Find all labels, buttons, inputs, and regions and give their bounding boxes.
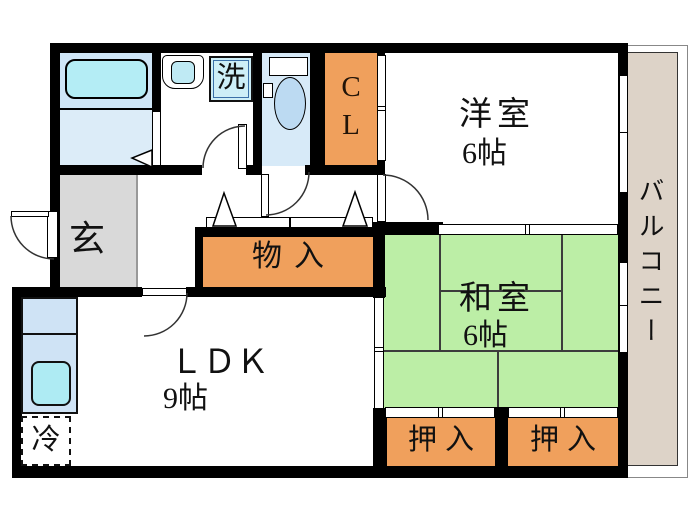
oshiire-left-label: 押入 [407,424,482,456]
wall-bottom [12,466,628,478]
laundry-pan-inner [213,60,249,98]
sliding-door-tick [529,224,530,235]
toilet-flush-handle [263,83,273,98]
window-tick [619,305,628,306]
oshiire-right-fill [508,417,618,468]
storage-door-divider [289,217,291,228]
japanese-room-size: 6帖 [463,319,508,352]
wall-hall-north-b [246,165,262,175]
refrigerator-label: 冷 [31,424,61,456]
sliding-door-tick [442,407,443,418]
sliding-door-tick [560,407,561,418]
closet-cl-fill [325,53,377,165]
bathroom-lower-floor [60,110,152,166]
ldk-japanese-sliding-door [374,297,384,409]
wall-ldk-washitsu-lower [373,408,387,468]
balcony-floor [628,52,678,466]
kitchen-sink [31,361,71,406]
entrance-step-line [136,175,138,287]
bathroom-floor-divider [60,108,152,110]
western-room-door-arc [382,174,429,221]
tatami-line [439,235,441,352]
wall-toilet-cl [310,43,325,167]
sliding-door-tick [438,407,439,418]
window-western [619,75,628,193]
tatami-line [497,351,499,408]
tatami-line [383,350,618,352]
closet-cl-line1: C [341,71,361,103]
japanese-room-label: 和室 [459,281,535,317]
entrance-label: 玄 [69,219,106,259]
kitchen-counter-divider [21,333,78,335]
wall-hall-north-a [50,165,202,175]
window-tick [619,132,628,133]
sliding-door-tick [374,347,384,348]
oshiire-left-fill [387,417,495,468]
wall-top [50,43,628,53]
closet-cl-line2: L [342,109,360,142]
washroom-door-leaf [238,124,247,169]
sliding-door-tick [525,224,526,235]
wall-wash-toilet [253,43,262,167]
wall-oshiire-divider [495,407,508,468]
tatami-line [439,290,563,292]
bathtub [65,59,148,99]
toilet-bowl [274,77,306,130]
toilet-door-arc [265,171,310,216]
cl-door-tick [377,106,386,107]
entrance-genkan-floor [60,175,137,287]
wall-right [618,43,628,478]
balcony-outer-rail [628,45,688,478]
cl-door-tick [377,110,386,111]
balcony-label: バルコニー [635,177,664,352]
cl-door-band [377,55,386,161]
entrance-door-leaf [47,211,58,258]
wall-ldk-north-a [12,287,142,297]
window-japanese [619,262,628,353]
ldk-door-arc [143,292,188,337]
wall-ldk-washitsu-upper [373,222,385,298]
closet-cl-label: C L [325,68,377,145]
storage-fill [203,237,373,287]
oshiire-right-label: 押入 [529,424,604,456]
wall-ldk-north-b [186,287,386,297]
storage-label: 物入 [252,240,336,273]
sliding-door-tick [564,407,565,418]
laundry-label: 洗 [216,62,246,94]
western-room-door-leaf [377,174,386,222]
laundry-pan [209,56,253,102]
tatami-line [561,235,563,352]
toilet-tank [269,57,308,76]
wall-hall-north-c [305,165,385,175]
refrigerator-box [21,416,71,466]
ldk-size: 9帖 [163,382,208,415]
toilet-door-leaf [261,174,269,217]
sliding-door-tick [374,351,384,352]
japanese-room-tatami [383,235,618,408]
oshiire-right-door-band [508,407,618,418]
ldk-label: ＬＤＫ [170,345,269,381]
western-japanese-sliding-door [438,224,618,235]
ldk-door-leaf [142,288,187,296]
entrance-door-open-leaf [11,211,49,217]
bath-door-band [152,111,161,166]
wall-left-lower [12,287,22,478]
oshiire-left-door-band [385,407,495,418]
western-room-size: 6帖 [462,137,507,170]
wall-western-south [373,222,443,235]
wall-bath-wash [152,43,161,113]
western-room-label: 洋室 [459,97,535,133]
washbasin-bowl [171,61,195,84]
